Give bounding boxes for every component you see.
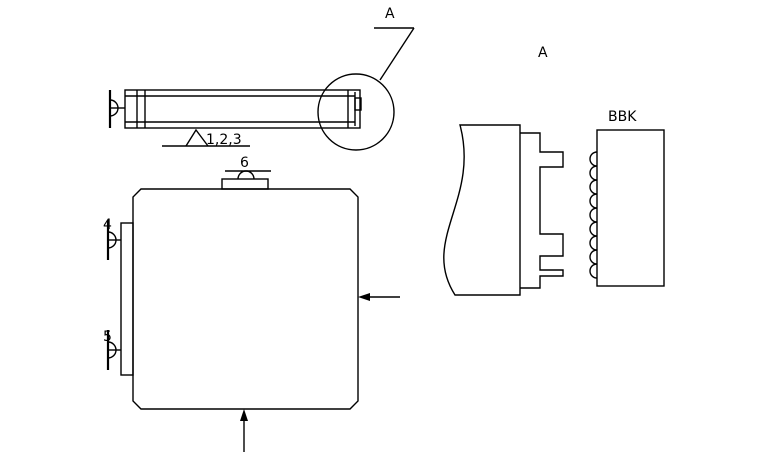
view-marker-label: A bbox=[385, 6, 395, 22]
datum-4-label: 4 bbox=[103, 217, 112, 233]
block-part: 6 4 5 bbox=[103, 155, 400, 452]
left-plate bbox=[120, 222, 134, 376]
ball-column bbox=[589, 151, 598, 279]
detail-title-label: A bbox=[538, 45, 548, 61]
roughness-label: 1,2,3 bbox=[206, 132, 242, 148]
detail-callout: A bbox=[317, 6, 415, 151]
block-body bbox=[132, 188, 359, 410]
leader-line bbox=[379, 27, 415, 81]
detail-circle bbox=[317, 73, 395, 151]
detail-teeth bbox=[520, 132, 564, 289]
datum-6-label: 6 bbox=[240, 155, 249, 171]
detail-view: A BBK bbox=[443, 45, 665, 296]
detail-part-body bbox=[443, 124, 521, 296]
datum-5-label: 5 bbox=[103, 329, 112, 345]
roughness-symbol: 1,2,3 bbox=[162, 128, 250, 148]
bbk-label: BBK bbox=[608, 109, 637, 125]
bbk-block bbox=[596, 129, 665, 287]
cylinder-part bbox=[108, 89, 362, 129]
cylinder-body bbox=[124, 89, 361, 129]
top-boss bbox=[221, 178, 269, 190]
